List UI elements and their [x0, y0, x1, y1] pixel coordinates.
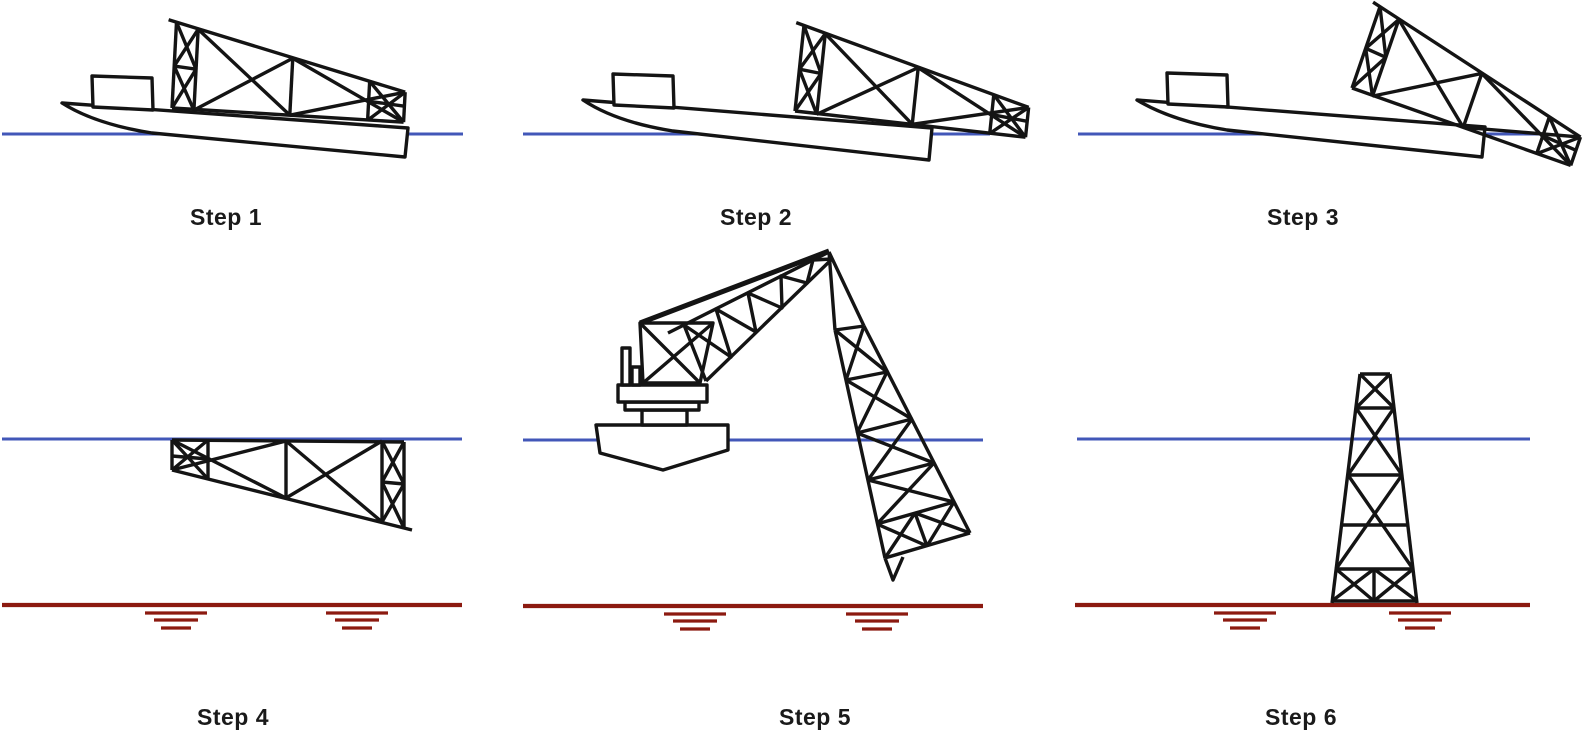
seabed-hatch [1387, 611, 1453, 630]
crane-pedestal [640, 408, 689, 427]
step-3-label: Step 3 [1266, 204, 1340, 230]
jacket-upright [1330, 372, 1419, 604]
step-6-drawing [1075, 372, 1530, 630]
step-4-label: Step 4 [196, 704, 270, 730]
jacket-hanging [833, 324, 972, 582]
hoist-sling [827, 251, 866, 331]
seabed-hatch [143, 611, 209, 630]
step-1-label: Step 1 [189, 204, 263, 230]
crane-platform [616, 383, 709, 404]
step-2-drawing [523, 20, 1037, 162]
seabed-hatch [324, 611, 390, 630]
step-2-label: Step 2 [719, 204, 793, 230]
barge-deckhouse [1165, 71, 1230, 109]
barge-hull [1135, 98, 1487, 159]
crane-mast-post [630, 365, 642, 387]
step-6-label: Step 6 [1264, 704, 1338, 730]
barge-hull [581, 98, 934, 162]
crane-hull [594, 423, 730, 472]
crane-mast-post [620, 346, 632, 387]
step-5-label: Step 5 [778, 704, 852, 730]
jacket-floating [170, 438, 414, 532]
step-1-drawing [2, 18, 463, 159]
step-4-drawing [2, 437, 462, 630]
step-5-drawing [523, 248, 983, 631]
jacket-on-deck [162, 18, 410, 124]
step-3-drawing [1078, 0, 1588, 168]
seabed-hatch [844, 612, 910, 631]
barge-deckhouse [611, 72, 676, 110]
barge-deckhouse [90, 74, 155, 112]
crane-cab-braces [638, 321, 715, 385]
crane-boom-lattice [682, 257, 833, 382]
barge-hull [60, 101, 410, 159]
seabed-hatch [1212, 611, 1278, 630]
seabed-hatch [662, 612, 728, 631]
crane-boom-backline [639, 248, 830, 326]
